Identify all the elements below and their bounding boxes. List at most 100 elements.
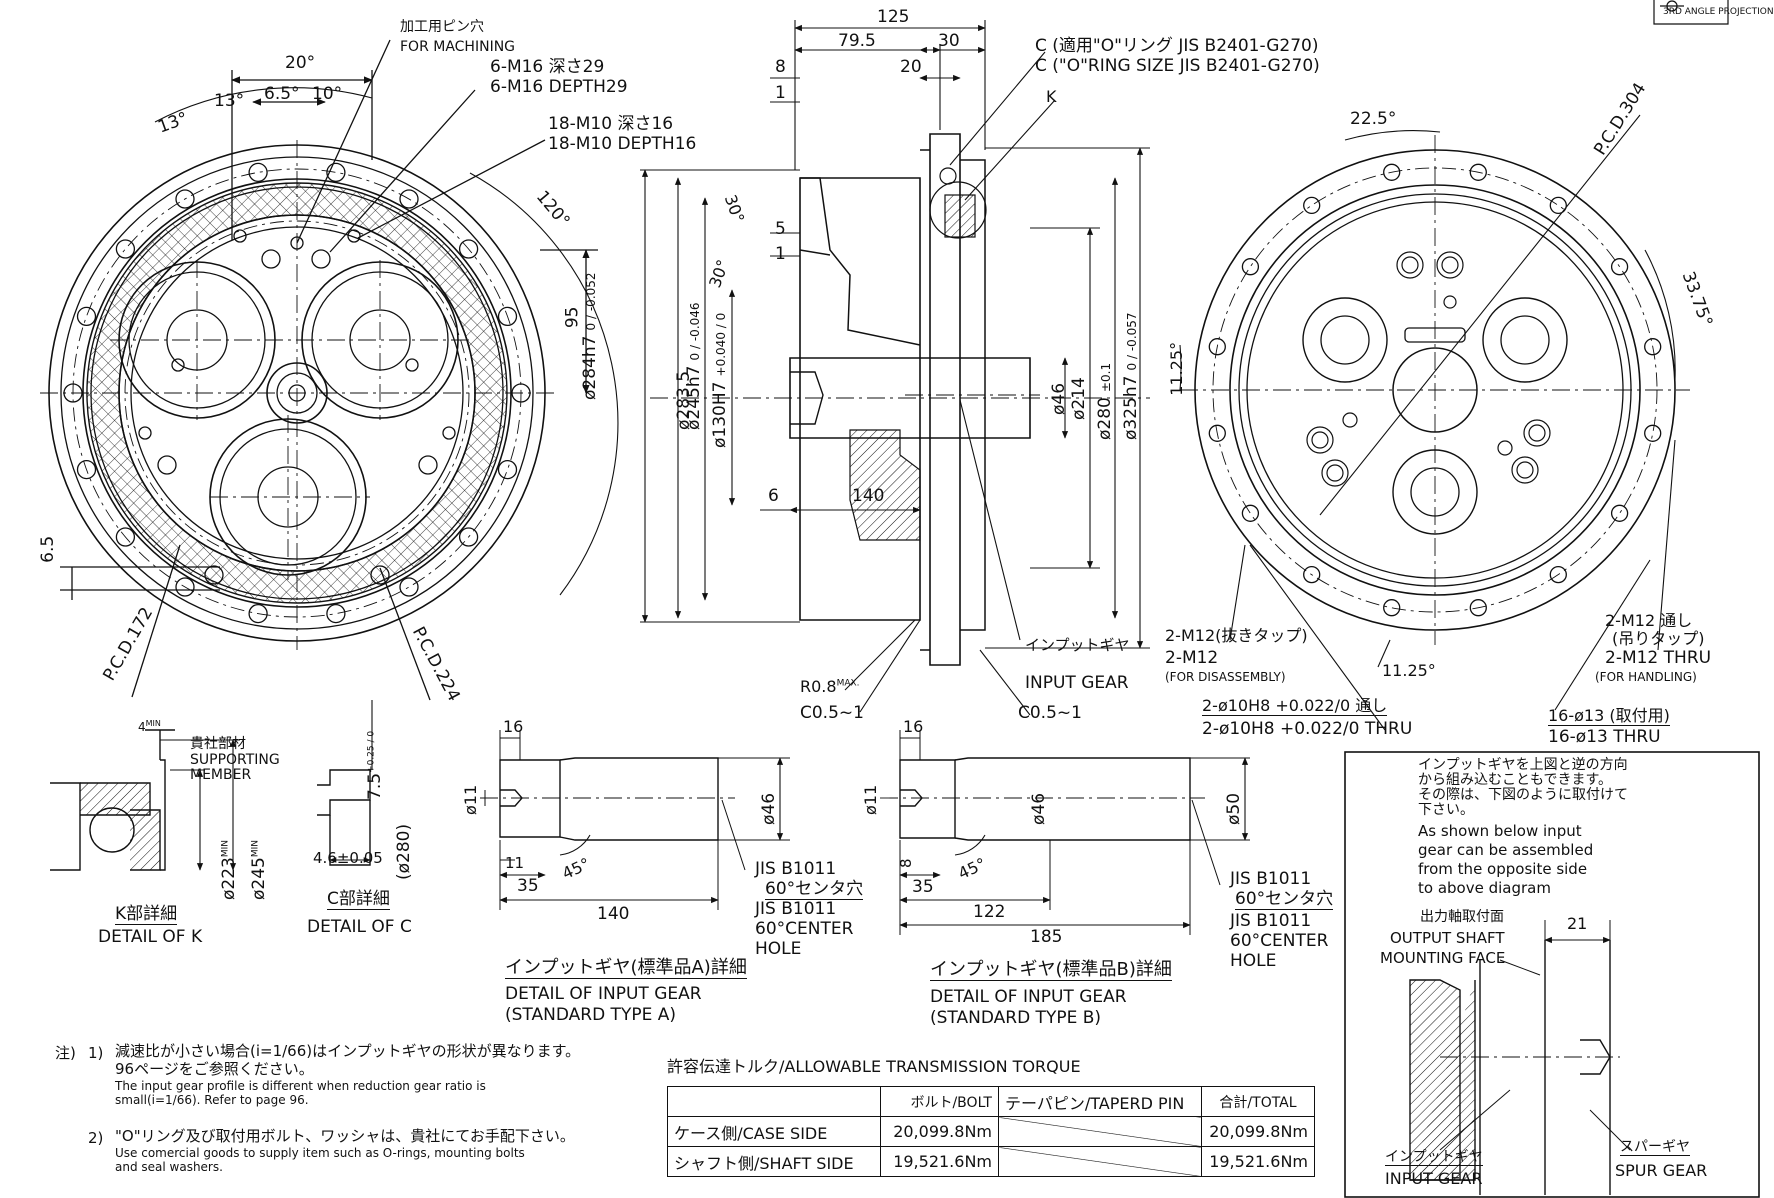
table-cell: シャフト側/SHAFT SIDE — [667, 1146, 881, 1177]
table-header-cell: ボルト/BOLT — [880, 1086, 999, 1117]
m12-handling-en: 2-M12 THRU — [1605, 648, 1712, 668]
angle-11-25b: 11.25° — [1382, 661, 1436, 680]
assembly-input-en: INPUT GEAR — [1385, 1169, 1483, 1188]
table-cell: 20,099.8Nm — [1201, 1116, 1315, 1147]
bolt-hole — [326, 162, 346, 183]
gear-b-jis5: HOLE — [1230, 951, 1277, 971]
assembly-spur-en: SPUR GEAR — [1615, 1161, 1708, 1180]
table-row: シャフト側/SHAFT SIDE 19,521.6Nm 19,521.6Nm — [667, 1146, 1315, 1177]
bolt-hole — [76, 459, 97, 480]
bolt-hole — [115, 239, 136, 259]
gear-b-jis2: 60°センタ穴 — [1235, 889, 1334, 910]
note2-en2: and seal washers. — [115, 1160, 223, 1174]
input-gear-jp: インプットギヤ — [1025, 636, 1130, 654]
front-view — [40, 39, 619, 701]
bolt-hole — [1241, 258, 1260, 276]
assembly-jp-1: インプットギヤを上図と逆の方向 — [1418, 757, 1628, 773]
assembly-spur-jp: スパーギヤ — [1620, 1139, 1690, 1157]
bolt-hole — [1549, 565, 1567, 584]
gear-a-jis2: 60°センタ穴 — [765, 879, 864, 900]
gear-a-jis4: 60°CENTER — [755, 919, 854, 939]
detail-c-title-jp: C部詳細 — [327, 889, 390, 910]
bolt-hole — [1644, 338, 1662, 356]
section-view — [640, 20, 1150, 716]
gear-b-dim-8: 8 — [897, 858, 915, 868]
r08: R0.8MAX. — [800, 677, 860, 696]
tap-m10-en: 18-M10 DEPTH16 — [548, 134, 697, 154]
m12-handling-jp1: 2-M12 通し — [1605, 611, 1693, 630]
gear-b-jis1: JIS B1011 — [1230, 869, 1312, 889]
gear-b-jis4: 60°CENTER — [1230, 931, 1329, 951]
gear-a-dim-16: 16 — [503, 717, 524, 736]
bolt-hole — [1469, 163, 1487, 181]
bolt-hole — [1469, 599, 1487, 617]
diam-46: ø46 — [1049, 382, 1069, 415]
table-cell: 20,099.8Nm — [880, 1116, 999, 1147]
input-gear-en: INPUT GEAR — [1025, 673, 1129, 693]
support-en2: MEMBER — [190, 767, 252, 783]
detail-k-dim-4: 4MIN — [138, 719, 161, 734]
dim-140: 140 — [852, 486, 885, 506]
bolt-hole — [248, 162, 268, 183]
table-header-cell: テーパピン/TAPERD PIN — [998, 1086, 1202, 1117]
tap-m10-jp: 18-M10 深さ16 — [548, 114, 674, 134]
pin-hole-en: 2-ø10H8 +0.022/0 THRU — [1202, 719, 1413, 739]
m12-handling-sub: (FOR HANDLING) — [1595, 670, 1697, 684]
gear-b-d11: ø11 — [861, 784, 880, 815]
bolt-hole — [1549, 196, 1567, 215]
assembly-en-2: gear can be assembled — [1418, 841, 1594, 859]
bolt-hole — [458, 239, 479, 259]
gear-b-d46: ø46 — [1029, 792, 1049, 825]
gear-a-dim-35: 35 — [517, 876, 539, 896]
dim-79-5: 79.5 — [838, 31, 876, 51]
assembly-jp-2: から組み込むこともできます。 — [1418, 772, 1613, 788]
detail-c-drawing — [317, 700, 373, 866]
bolt-hole — [497, 459, 518, 480]
gear-b-drawing — [880, 730, 1250, 935]
gear-a-title-en1: DETAIL OF INPUT GEAR — [505, 984, 702, 1004]
gear-b-dim-122: 122 — [973, 902, 1006, 922]
note2-en1: Use comercial goods to supply item such … — [115, 1146, 525, 1160]
mount-holes-jp: 16-ø13 (取付用) — [1548, 706, 1670, 726]
gear-b-d50: ø50 — [1224, 792, 1244, 825]
gear-a-d46: ø46 — [759, 792, 779, 825]
detail-k-drawing — [50, 729, 240, 871]
dim-6-5: 6.5 — [38, 535, 59, 563]
detail-c-dim-4-6: 4.6±0.05 — [313, 849, 383, 867]
chamfer-b: C0.5~1 — [1018, 703, 1082, 723]
table-header-row: ボルト/BOLT テーパピン/TAPERD PIN 合計/TOTAL — [667, 1086, 1315, 1117]
gear-a-dim-140: 140 — [597, 904, 630, 924]
m12-disassembly-sub: (FOR DISASSEMBLY) — [1165, 670, 1286, 684]
mount-face-jp: 出力軸取付面 — [1420, 909, 1504, 925]
dim-1a: 1 — [775, 83, 786, 103]
angle-6-5: 6.5° — [264, 84, 300, 104]
dim-1b: 1 — [775, 244, 786, 264]
m12-handling-jp2: (吊りタップ) — [1612, 629, 1705, 648]
angle-22-5: 22.5° — [1350, 109, 1397, 129]
bolt-hole — [399, 189, 419, 209]
label-k: K — [1046, 87, 1057, 106]
note1-en2: small(i=1/66). Refer to page 96. — [115, 1093, 309, 1107]
bolt-hole — [1383, 163, 1401, 181]
bolt-hole — [497, 306, 518, 327]
bolt-hole — [175, 189, 195, 209]
bolt-hole — [1303, 196, 1321, 215]
torque-table: ボルト/BOLT テーパピン/TAPERD PIN 合計/TOTAL ケース側/… — [667, 1086, 1315, 1177]
gear-b-title-en1: DETAIL OF INPUT GEAR — [930, 987, 1127, 1007]
dim-8: 8 — [775, 57, 786, 77]
angle-10: 10° — [312, 84, 343, 104]
detail-k-title-jp: K部詳細 — [115, 904, 178, 925]
assembly-en-1: As shown below input — [1418, 822, 1582, 840]
detail-k-title-en: DETAIL OF K — [98, 927, 203, 947]
assembly-jp-3: その際は、下図のように取付けて — [1418, 787, 1628, 803]
assembly-jp-4: 下さい。 — [1418, 802, 1474, 818]
table-cell — [998, 1116, 1202, 1147]
bolt-hole — [1610, 258, 1629, 276]
torque-title: 許容伝達トルク/ALLOWABLE TRANSMISSION TORQUE — [667, 1057, 1081, 1076]
diam-214: ø214 — [1069, 377, 1089, 420]
bolt-hole — [76, 306, 97, 327]
gear-b-dim-35: 35 — [912, 877, 934, 897]
gear-b-dim-16: 16 — [903, 717, 924, 736]
